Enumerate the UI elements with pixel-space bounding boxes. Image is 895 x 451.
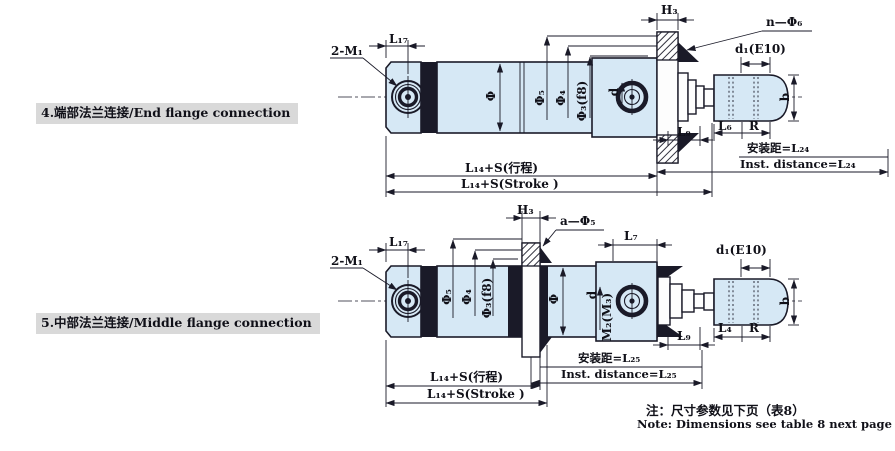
dim-phi4: Φ₄ [554, 90, 568, 106]
note-en: Note: Dimensions see table 8 next page [637, 417, 892, 431]
oil-port-2 [615, 79, 649, 115]
oil-port-2 [615, 283, 649, 319]
dim-phi5: Φ₅ [440, 289, 454, 305]
dim-L17: L₁₇ [389, 32, 408, 46]
dim-stroke-cn: L₁₄+S(行程) [430, 370, 504, 384]
middle-flange-dimensions [330, 211, 799, 407]
oil-port-1 [391, 280, 425, 322]
middle-flange-drawing [330, 211, 802, 407]
note-cn: 注：尺寸参数见下页（表8） [646, 403, 805, 418]
dim-bore: Φ [547, 293, 561, 305]
dim-L17: L₁₇ [389, 235, 408, 249]
dim-stroke-cn: L₁₄+S(行程) [465, 161, 539, 175]
dim-stroke-en: L₁₄+S(Stroke ) [461, 177, 559, 191]
dim-d: d [607, 87, 621, 97]
install-distance-en: Inst. distance=L₂₄ [740, 157, 856, 171]
install-distance-en: Inst. distance=L₂₅ [561, 367, 677, 381]
dim-phi3: Φ₃(f8) [480, 277, 494, 319]
dim-H3: H₃ [661, 3, 678, 17]
dim-phi5: Φ₅ [533, 90, 547, 106]
dim-b: b [778, 92, 792, 102]
dim-H3: H₃ [517, 203, 534, 217]
dim-bolt-holes: a—Φ₅ [560, 214, 596, 228]
dim-phi4: Φ₄ [460, 289, 474, 305]
dim-bore: Φ [484, 90, 498, 102]
dim-L6: L₆ [718, 119, 732, 133]
dim-rod-fit: d₁(E10) [735, 42, 786, 56]
rod-end [713, 278, 789, 326]
dim-L4: L₄ [718, 321, 732, 335]
dim-port-thread: 2-M₁ [331, 44, 363, 58]
dim-port-thread-2: M₂(M₃) [600, 292, 614, 342]
dim-stroke-en: L₁₄+S(Stroke ) [427, 387, 525, 401]
dim-rod-fit: d₁(E10) [716, 243, 767, 257]
dim-port-thread: 2-M₁ [331, 254, 363, 268]
section-title-middle-flange: 5.中部法兰连接/Middle flange connection [36, 313, 320, 334]
dim-bolt-holes: n—Φ₆ [766, 15, 803, 29]
install-distance-cn: 安装距=L₂₄ [747, 141, 810, 155]
dim-R: R [749, 119, 759, 133]
dim-d: d [585, 290, 599, 300]
dim-L9: L₉ [677, 125, 691, 139]
dim-phi3: Φ₃(f8) [575, 80, 589, 122]
dim-b: b [778, 296, 792, 306]
dim-L7: L₇ [624, 229, 638, 243]
end-flange-dimensions [330, 13, 889, 197]
dim-R: R [749, 321, 759, 335]
dim-L9: L₉ [677, 329, 691, 343]
oil-port-1 [391, 76, 425, 118]
section-title-end-flange: 4.端部法兰连接/End flange connection [36, 103, 299, 124]
install-distance-cn: 安装距=L₂₅ [578, 351, 641, 365]
end-flange-drawing [330, 13, 889, 197]
rod-end [713, 74, 789, 122]
